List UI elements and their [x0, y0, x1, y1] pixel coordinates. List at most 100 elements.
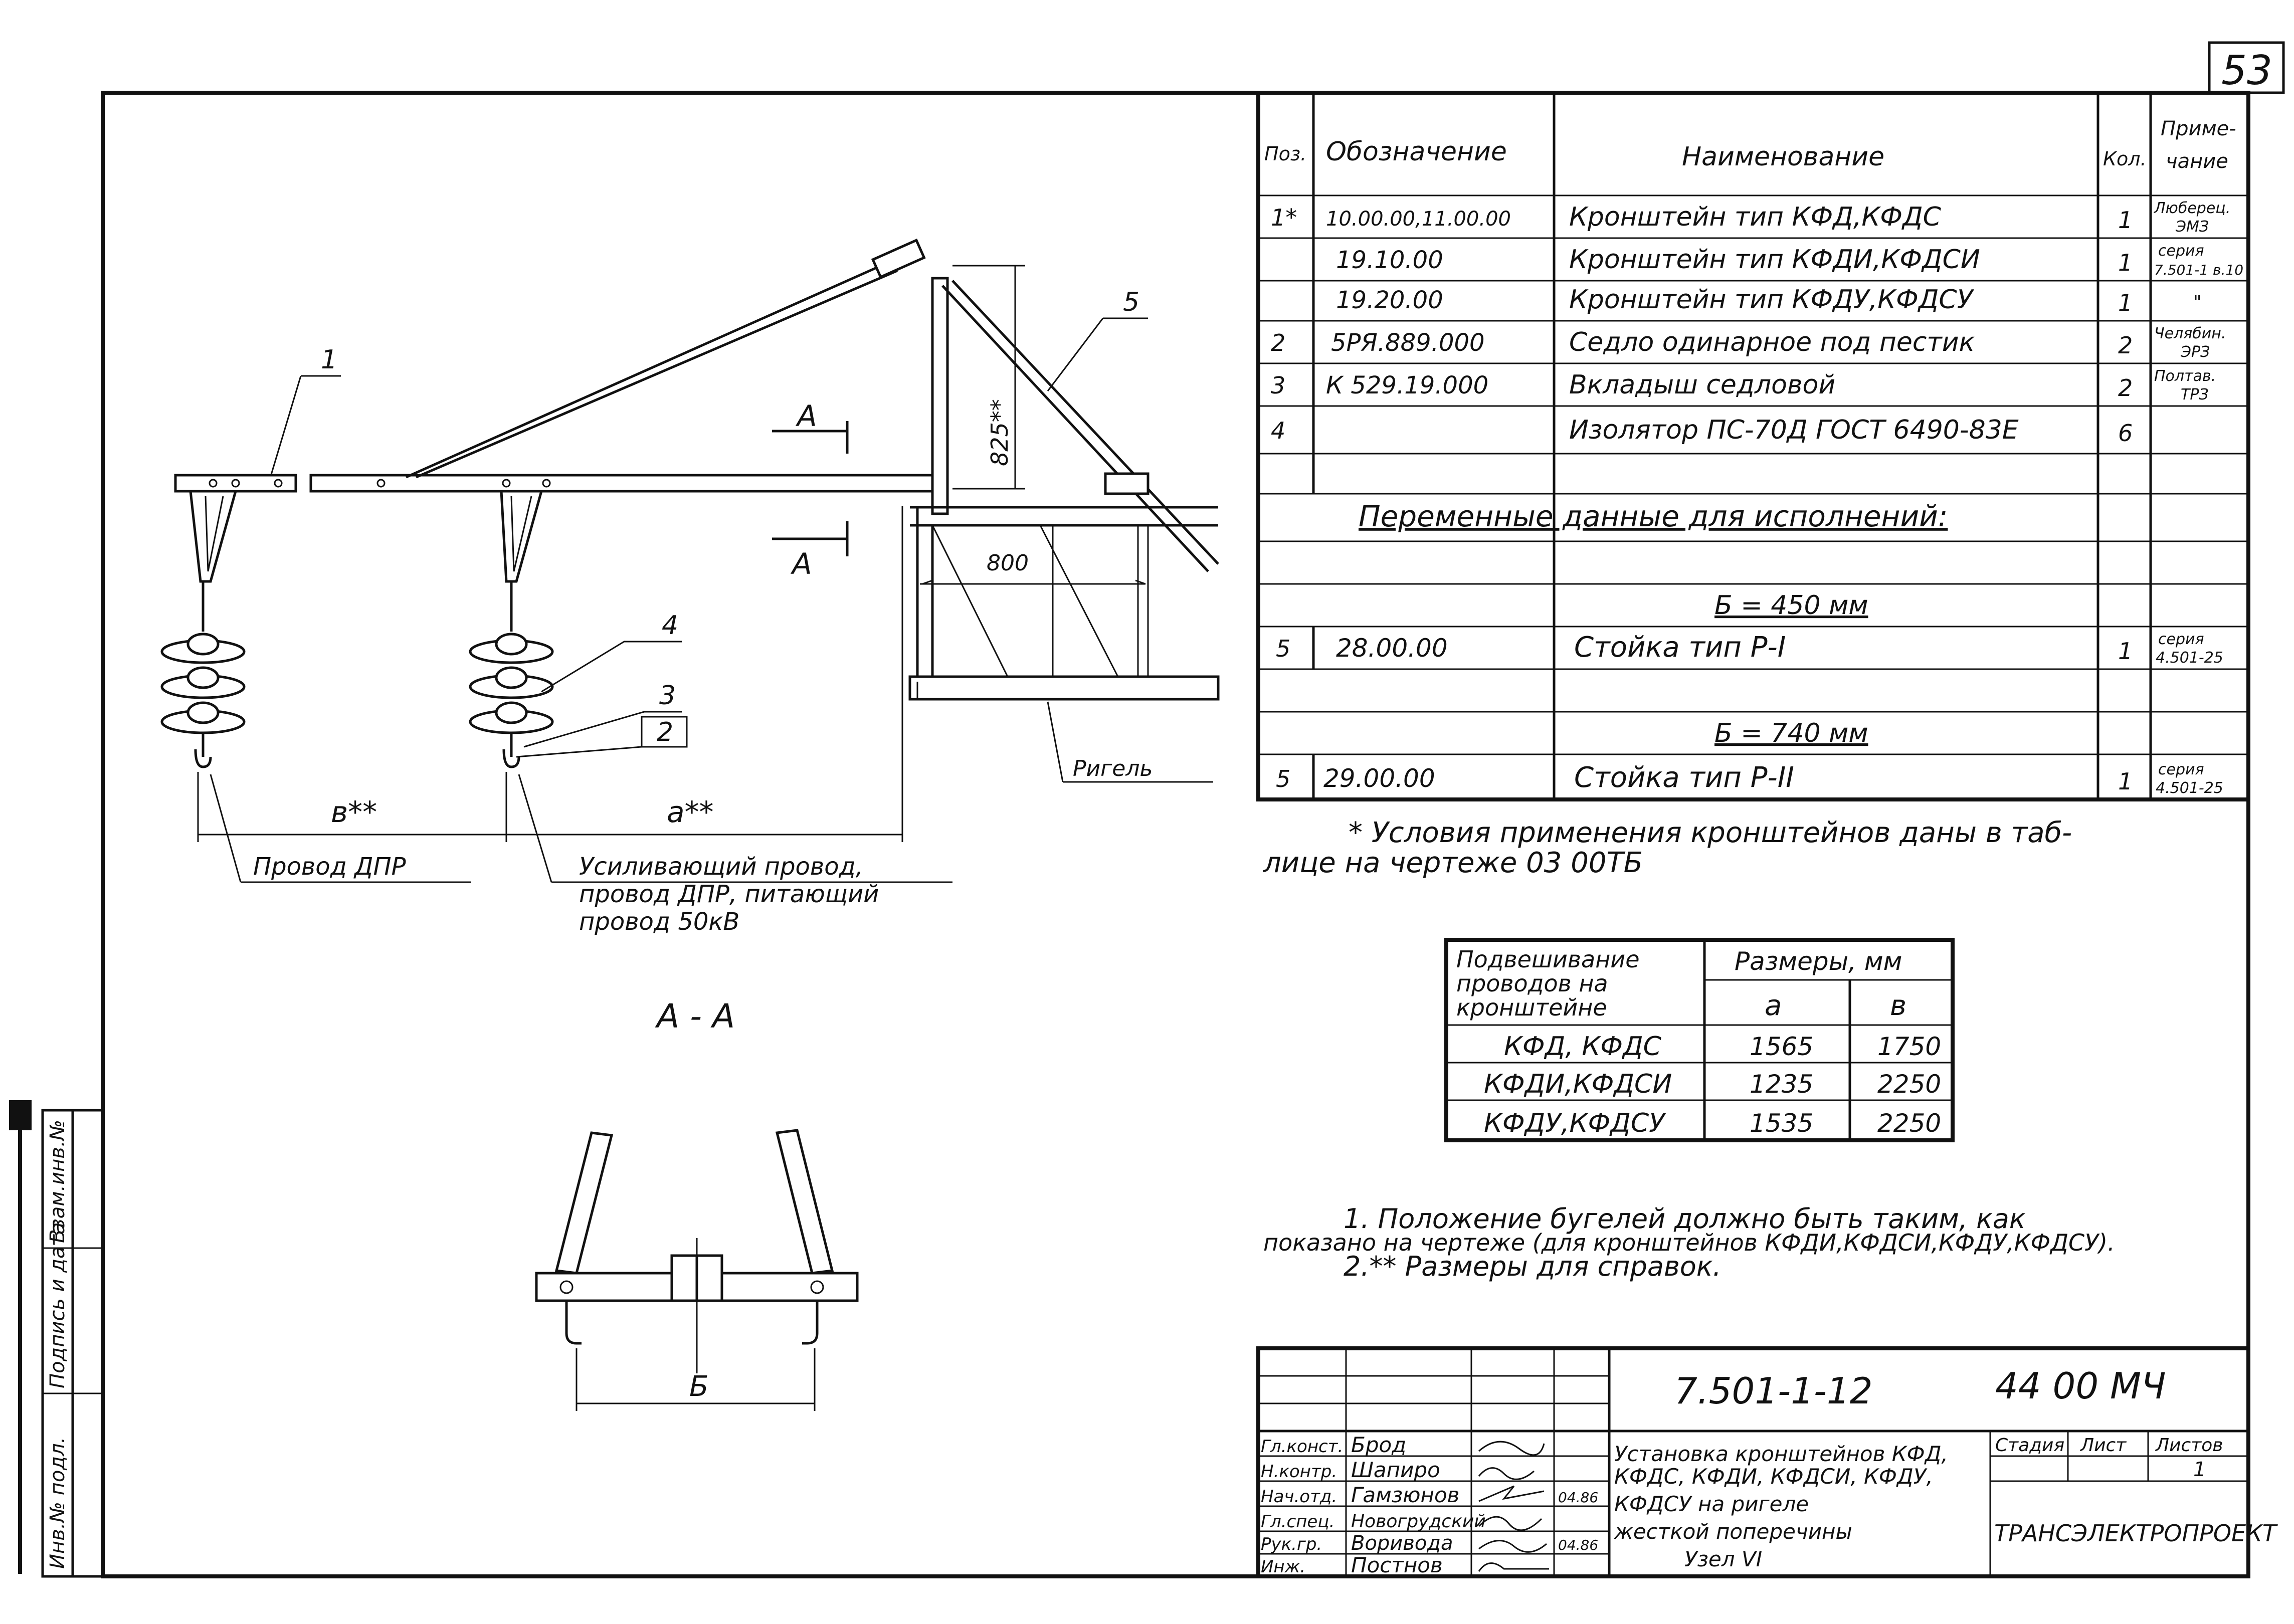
rigel-truss [908, 506, 1220, 701]
variant-2-qty: 1 [2118, 768, 2133, 795]
size-header-a: а [1765, 989, 1782, 1022]
size-row-1-name: КФД, КФДС [1504, 1032, 1662, 1062]
parts-row-1-note1: Люберец. [2154, 199, 2230, 217]
table-row: КФД, КФДС 1565 1750 [1504, 1032, 1941, 1062]
parts-table-grid [1256, 91, 2250, 801]
role-row: Нач.отд. Гамзюнов 04.86 [1261, 1483, 1598, 1507]
size-row-2-b: 2250 [1877, 1070, 1941, 1099]
stage-label: Стадия [1995, 1435, 2064, 1456]
table-row: КФДУ,КФДСУ 1535 2250 [1484, 1108, 1941, 1138]
size-row-1-a: 1565 [1750, 1032, 1813, 1061]
size-row-2-a: 1235 [1750, 1070, 1813, 1099]
callout-3: 3 [659, 681, 676, 711]
bracket-elevation [174, 239, 1219, 583]
variant-2-name: Стойка тип Р-II [1574, 761, 1794, 794]
role-4-title: Гл.спец. [1261, 1512, 1334, 1532]
parts-row: 3 К 529.19.000 Вкладыш седловой 2 Полтав… [1271, 367, 2216, 403]
parts-row-5-qty: 2 [2118, 374, 2133, 401]
size-head-line1: Подвешивание [1456, 946, 1640, 973]
rigel-leader [1047, 701, 1064, 782]
parts-row-1-note2: ЭМЗ [2175, 218, 2209, 236]
role-4-name: Новогрудский [1351, 1511, 1486, 1532]
variant-2-designation: 29.00.00 [1323, 764, 1435, 793]
note-line-3: 2.** Размеры для справок. [1344, 1251, 1722, 1282]
label-wires-line3: провод 50кВ [579, 908, 739, 936]
parts-row-3-name: Кронштейн тип КФДУ,КФДСУ [1569, 285, 1975, 315]
size-head-line2: проводов на [1456, 970, 1608, 997]
size-table-grid [1444, 938, 1955, 1142]
side-stamp-replace-inv: Взам.инв.№ [46, 1120, 69, 1243]
wire-leaders [210, 774, 952, 883]
label-wire-dpr: Провод ДПР [253, 853, 406, 881]
dimension-825-label: 825** [986, 399, 1013, 466]
label-wires-line2: провод ДПР, питающий [579, 880, 879, 908]
parts-row-4-designation: 5РЯ.889.000 [1331, 329, 1485, 357]
parts-row-6-name: Изолятор ПС-70Д ГОСТ 6490-83Е [1569, 415, 2019, 445]
parts-row-1-qty: 1 [2118, 207, 2133, 234]
parts-row-5-note2: ТРЗ [2181, 386, 2209, 403]
variant-1-note2: 4.501-25 [2156, 649, 2223, 667]
parts-row-5-pos: 3 [1271, 372, 1285, 399]
role-5-title: Рук.гр. [1261, 1534, 1322, 1554]
parts-header-designation: Обозначение [1326, 137, 1507, 167]
variant-2-note2: 4.501-25 [2156, 779, 2223, 797]
role-row: Гл.спец. Новогрудский [1261, 1511, 1543, 1532]
parts-row: 5 28.00.00 Стойка тип Р-I 1 серия 4.501-… [1276, 631, 2223, 667]
table-row: КФДИ,КФДСИ 1235 2250 [1484, 1069, 1941, 1099]
dimension-a-label: а** [667, 795, 714, 829]
title-line-2: КФДС, КФДИ, КФДСИ, КФДУ, [1614, 1464, 1933, 1489]
parts-row: 5 29.00.00 Стойка тип Р-II 1 серия 4.501… [1276, 761, 2223, 797]
section-marks [772, 421, 849, 556]
size-header-b: в [1890, 989, 1906, 1022]
title-block-grid [1256, 1346, 2250, 1578]
section-aa-drawing [535, 1129, 859, 1411]
size-header-sizes: Размеры, мм [1735, 947, 1902, 976]
insulator-string-left [160, 581, 246, 768]
variable-data-heading: Переменные данные для исполнений: [1359, 499, 1948, 533]
size-row-3-a: 1535 [1750, 1109, 1813, 1138]
sheets-value: 1 [2193, 1458, 2206, 1481]
signature-1 [1478, 1441, 1545, 1456]
role-2-name: Шапиро [1351, 1458, 1440, 1482]
parts-row-4-qty: 2 [2118, 332, 2133, 359]
parts-row-2-designation: 19.10.00 [1336, 246, 1443, 274]
side-stamp-sign-date: Подпись и дата [46, 1223, 69, 1388]
callout-2: 2 [657, 717, 673, 747]
role-5-date: 04.86 [1558, 1537, 1598, 1553]
dimension-825 [952, 265, 1025, 490]
parts-row-1-pos: 1* [1271, 204, 1297, 231]
signature-3 [1478, 1485, 1545, 1502]
role-row: Н.контр. Шапиро [1261, 1458, 1535, 1482]
role-row: Рук.гр. Воривода 04.86 [1261, 1532, 1598, 1555]
footnote-line-1: * Условия применения кронштейнов даны в … [1349, 817, 2072, 849]
signature-5 [1478, 1540, 1547, 1553]
title-line-4: жесткой поперечины [1614, 1519, 1852, 1544]
role-row: Инж. Постнов [1261, 1553, 1549, 1577]
role-3-name: Гамзюнов [1351, 1483, 1459, 1507]
footnote-line-2: лице на чертеже 03 00ТБ [1263, 847, 1643, 879]
size-row-1-b: 1750 [1877, 1032, 1941, 1061]
parts-row-5-designation: К 529.19.000 [1326, 371, 1488, 399]
callout-4: 4 [662, 611, 678, 641]
role-2-title: Н.контр. [1261, 1462, 1337, 1482]
role-6-name: Постнов [1351, 1553, 1443, 1577]
role-row: Гл.конст. Брод [1261, 1433, 1545, 1457]
variant-2-note1: серия [2158, 761, 2204, 778]
parts-row: 19.20.00 Кронштейн тип КФДУ,КФДСУ 1 " [1336, 285, 2202, 316]
parts-row-2-qty: 1 [2118, 249, 2133, 276]
section-mark-top: А [795, 399, 817, 433]
parts-row-2-note1: серия [2158, 242, 2204, 260]
parts-row-5-note1: Полтав. [2154, 367, 2216, 385]
parts-row-4-note1: Челябин. [2154, 325, 2226, 342]
dimension-B-label: Б [689, 1370, 708, 1403]
dimension-a-b [197, 506, 903, 842]
parts-row: 2 5РЯ.889.000 Седло одинарное под пестик… [1271, 325, 2226, 361]
section-title: А - А [655, 997, 735, 1036]
variant-1-pos: 5 [1276, 635, 1290, 662]
note-line-1: 1. Положение бугелей должно быть таким, … [1344, 1203, 2026, 1235]
size-row-3-b: 2250 [1877, 1109, 1941, 1138]
size-head-line3: кронштейне [1456, 994, 1607, 1021]
parts-row-4-note2: ЭРЗ [2180, 343, 2210, 361]
parts-header-qty: Кол. [2103, 148, 2147, 170]
